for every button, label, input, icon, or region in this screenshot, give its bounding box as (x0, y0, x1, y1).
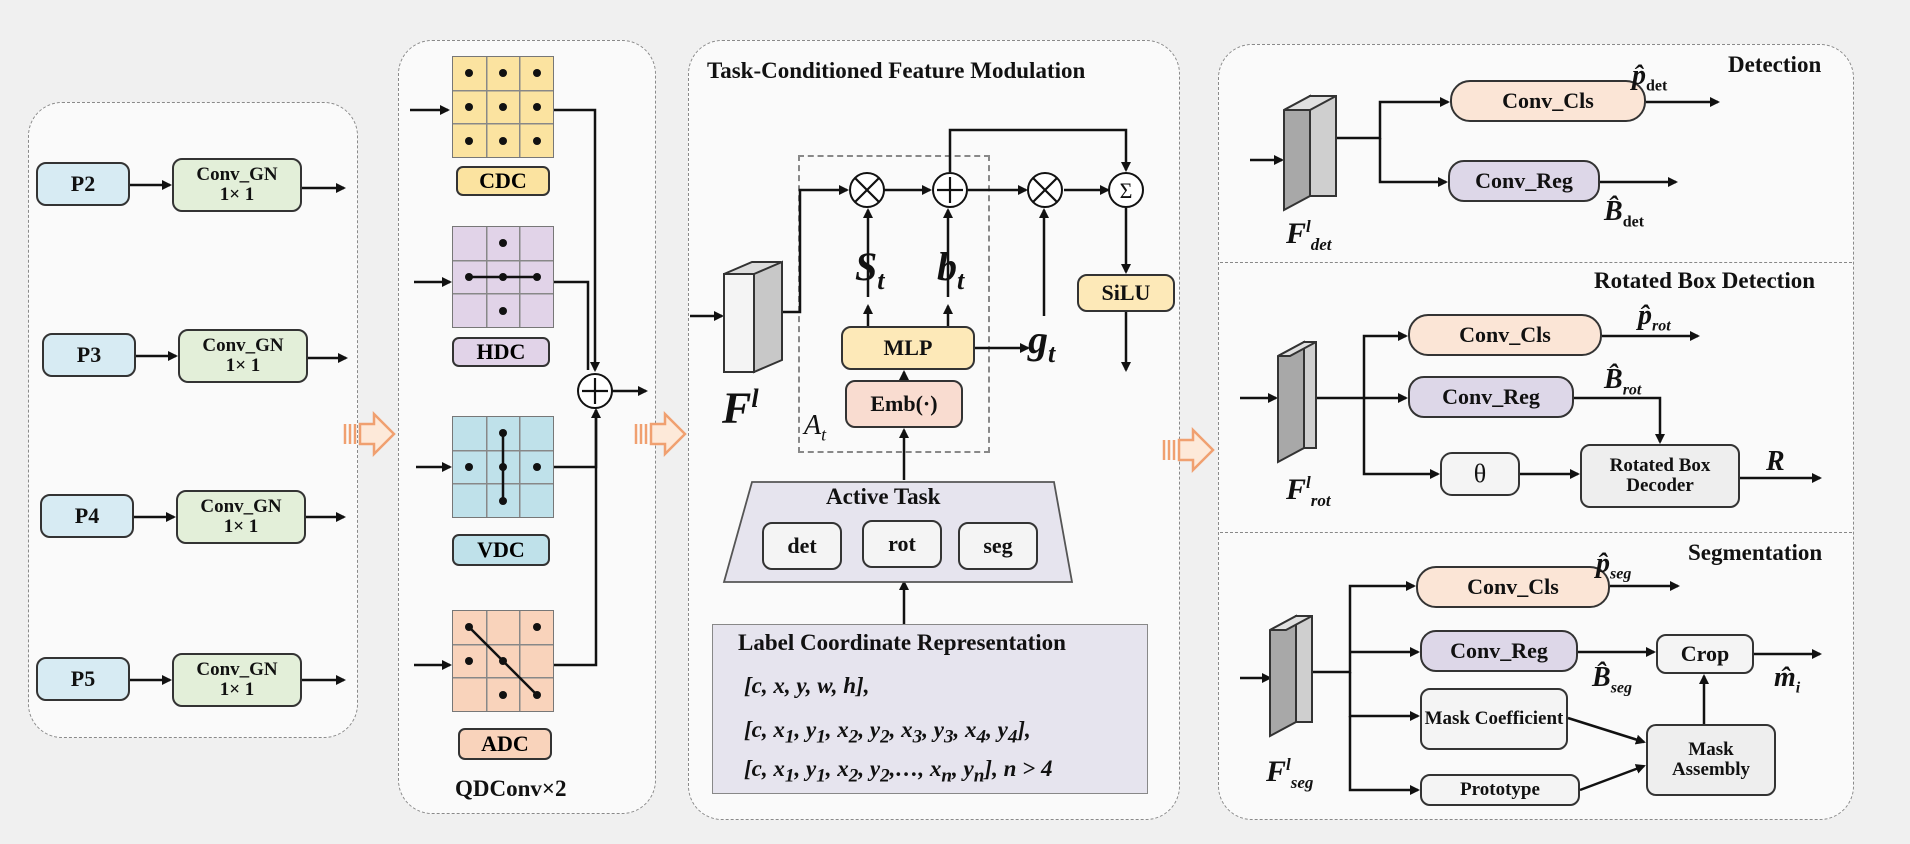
seg-conv-cls: Conv_Cls (1416, 566, 1610, 608)
det-conv-reg: Conv_Reg (1448, 160, 1600, 202)
label-format-polygon: [c, x1, y1, x2, y2,…, xn, yn], n > 4 (744, 756, 1053, 787)
scale-label: St (855, 244, 885, 295)
label-representation-box (712, 624, 1148, 794)
head-divider-2 (1220, 532, 1852, 533)
conv-gn-kernel: 1× 1 (219, 184, 255, 205)
conv-gn-kernel: 1× 1 (225, 355, 261, 376)
cdc-label: CDC (456, 166, 550, 196)
label-format-rotated: [c, x1, y1, x2, y2, x3, y3, x4, y4], (744, 717, 1031, 748)
rot-cls-output: p̂rot (1638, 300, 1671, 335)
mlp-box: MLP (841, 326, 975, 370)
active-task-title-overlay: Active Task (826, 484, 941, 509)
transition-arrows (343, 410, 1215, 474)
feature-block-rot (1277, 340, 1317, 464)
level-box-p5: P5 (36, 657, 130, 701)
det-cls-output: p̂det (1632, 60, 1668, 95)
rot-conv-cls: Conv_Cls (1408, 314, 1602, 356)
level-box-p3: P3 (42, 333, 136, 377)
seg-feature-label: Flseg (1266, 755, 1314, 792)
label-representation-title: Label Coordinate Representation (738, 630, 1066, 655)
conv-gn-box-p2: Conv_GN 1× 1 (172, 158, 302, 212)
seg-reg-output: B̂seg (1592, 662, 1633, 697)
conv-gn-label: Conv_GN (196, 164, 278, 186)
silu-box: SiLU (1077, 274, 1175, 312)
conv-gn-box-p5: Conv_GN 1× 1 (172, 653, 302, 707)
seg-conv-reg: Conv_Reg (1420, 630, 1578, 672)
seg-prototype: Prototype (1420, 774, 1580, 806)
seg-crop-box: Crop (1656, 634, 1754, 674)
task-seg-overlay: seg (958, 522, 1038, 570)
feature-block-det (1283, 94, 1337, 212)
rot-decoder-output: R (1766, 446, 1785, 477)
conv-gn-label: Conv_GN (202, 335, 284, 357)
detection-title: Detection (1728, 52, 1822, 77)
conv-gn-label: Conv_GN (196, 659, 278, 681)
det-reg-output: B̂det (1604, 196, 1645, 231)
attention-label: At (804, 410, 827, 445)
feature-label: Fl (722, 383, 759, 433)
seg-mask-coefficient: Mask Coefficient (1420, 688, 1568, 750)
sigma-circle (1108, 172, 1144, 208)
level-box-p2: P2 (36, 162, 130, 206)
conv-gn-label: Conv_GN (200, 496, 282, 518)
rot-reg-output: B̂rot (1604, 364, 1642, 399)
conv-gn-box-p3: Conv_GN 1× 1 (178, 329, 308, 383)
rot-theta-box: θ (1440, 452, 1520, 496)
feature-block-main (723, 260, 783, 374)
segmentation-title: Segmentation (1688, 540, 1823, 565)
seg-mask-output: m̂i (1774, 662, 1801, 697)
rotated-title: Rotated Box Detection (1594, 268, 1816, 293)
task-rot-overlay: rot (862, 520, 942, 568)
label-format-bbox: [c, x, y, w, h], (744, 673, 870, 698)
modulation-title: Task-Conditioned Feature Modulation (707, 58, 1086, 83)
emb-box: Emb(·) (845, 380, 963, 428)
qdconv-title: QDConv×2 (455, 776, 567, 801)
conv-gn-kernel: 1× 1 (223, 516, 259, 537)
feature-block-seg (1269, 614, 1313, 738)
det-conv-cls: Conv_Cls (1450, 80, 1646, 122)
head-divider-1 (1220, 262, 1852, 263)
gate-label: gt (1028, 317, 1056, 368)
hdc-label: HDC (452, 337, 550, 367)
task-det-overlay: det (762, 522, 842, 570)
rot-feature-label: Flrot (1286, 473, 1331, 510)
sigma-symbol: Σ (1120, 178, 1133, 203)
seg-cls-output: p̂seg (1596, 548, 1632, 583)
conv-gn-kernel: 1× 1 (219, 679, 255, 700)
rot-conv-reg: Conv_Reg (1408, 376, 1574, 418)
seg-mask-assembly: Mask Assembly (1646, 724, 1776, 796)
det-feature-label: Fldet (1286, 217, 1332, 254)
adc-label: ADC (458, 728, 552, 760)
vdc-label: VDC (452, 534, 550, 566)
level-box-p4: P4 (40, 494, 134, 538)
conv-gn-box-p4: Conv_GN 1× 1 (176, 490, 306, 544)
rotated-box-decoder: Rotated Box Decoder (1580, 444, 1740, 508)
